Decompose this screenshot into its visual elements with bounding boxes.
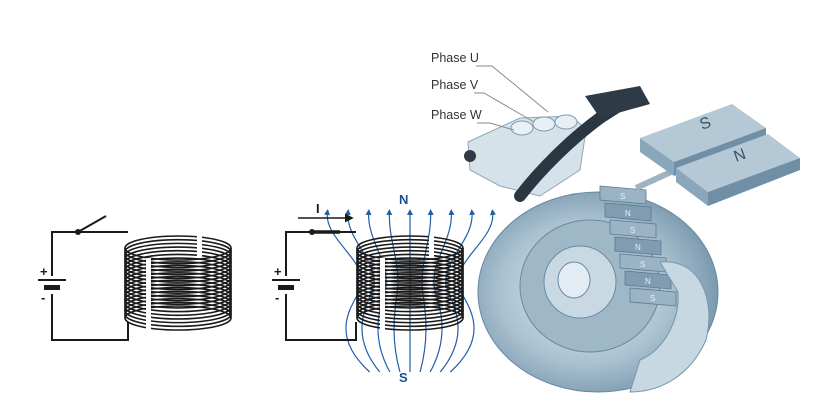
outer-cover: [629, 261, 710, 393]
field-line: [344, 209, 381, 373]
svg-text:Phase V: Phase V: [431, 78, 479, 92]
segment-mark: S: [640, 260, 645, 269]
coil-highlight: [429, 236, 434, 258]
battery-minus: -: [275, 290, 279, 305]
magnet-segment: [614, 236, 662, 256]
field-line: [324, 209, 371, 373]
open-switch: [75, 215, 128, 235]
segment-mark: S: [620, 192, 625, 201]
north-pole-label: N: [399, 192, 408, 207]
svg-text:N: N: [732, 146, 749, 166]
field-line: [439, 209, 476, 373]
phase-w-callout: Phase W: [431, 108, 515, 131]
segment-mark: N: [645, 277, 651, 286]
phase-u-callout: Phase U: [431, 51, 549, 113]
field-line: [449, 209, 496, 373]
segment-mark: S: [630, 226, 635, 235]
coil: [356, 235, 464, 332]
battery-minus: -: [41, 290, 45, 305]
battery-symbol: [38, 279, 66, 290]
circuit-switch-open: + -: [38, 215, 232, 341]
segment-mark: S: [650, 294, 655, 303]
magnet-segment: [599, 185, 647, 205]
battery-plus: +: [274, 264, 282, 279]
phase-connector-housing: [464, 114, 587, 197]
segment-mark: N: [635, 243, 641, 252]
cable-connector: [585, 86, 650, 118]
wires: [51, 231, 129, 341]
coil-highlight: [146, 258, 151, 332]
segment-mark: N: [625, 209, 631, 218]
magnet-segment: [629, 287, 677, 307]
svg-text:Phase W: Phase W: [431, 108, 482, 122]
south-pole-label: S: [399, 370, 408, 385]
magnet-n: N: [676, 134, 800, 206]
magnet-segment: [604, 202, 652, 222]
battery-plus: +: [40, 264, 48, 279]
coil-highlight: [197, 236, 202, 258]
switch-pivot: [309, 229, 315, 235]
shaft: [557, 261, 591, 299]
battery-symbol: [272, 279, 300, 290]
wires: [285, 230, 357, 341]
coil: [124, 235, 232, 332]
magnet-segment: [609, 219, 657, 239]
svg-text:Phase U: Phase U: [431, 51, 479, 65]
circuit-switch-closed: I + - N S: [272, 192, 496, 385]
magnet-segment: [624, 270, 672, 290]
coil-highlight: [380, 258, 385, 332]
phase-cable: [514, 94, 634, 202]
phase-v-callout: Phase V: [431, 78, 535, 123]
current-label: I: [316, 201, 320, 216]
